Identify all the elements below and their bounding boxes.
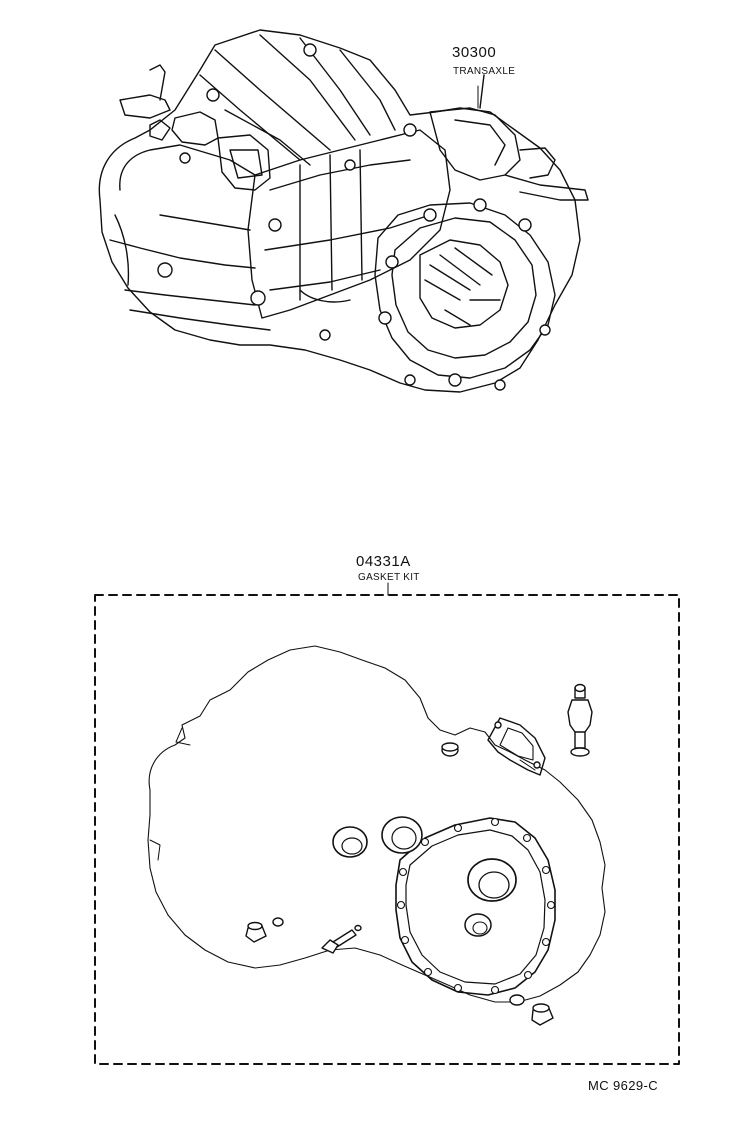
diagram-code: MC 9629-C (588, 1078, 659, 1093)
gasket-kit-part-number: 04331A (356, 553, 411, 570)
gasket-kit-part-name: GASKET KIT (358, 572, 420, 583)
transaxle-assembly (98, 29, 589, 393)
transaxle-part-number: 30300 (452, 44, 497, 61)
gasket-kit-group (94, 582, 680, 1065)
transaxle-part-name: TRANSAXLE (453, 66, 516, 77)
